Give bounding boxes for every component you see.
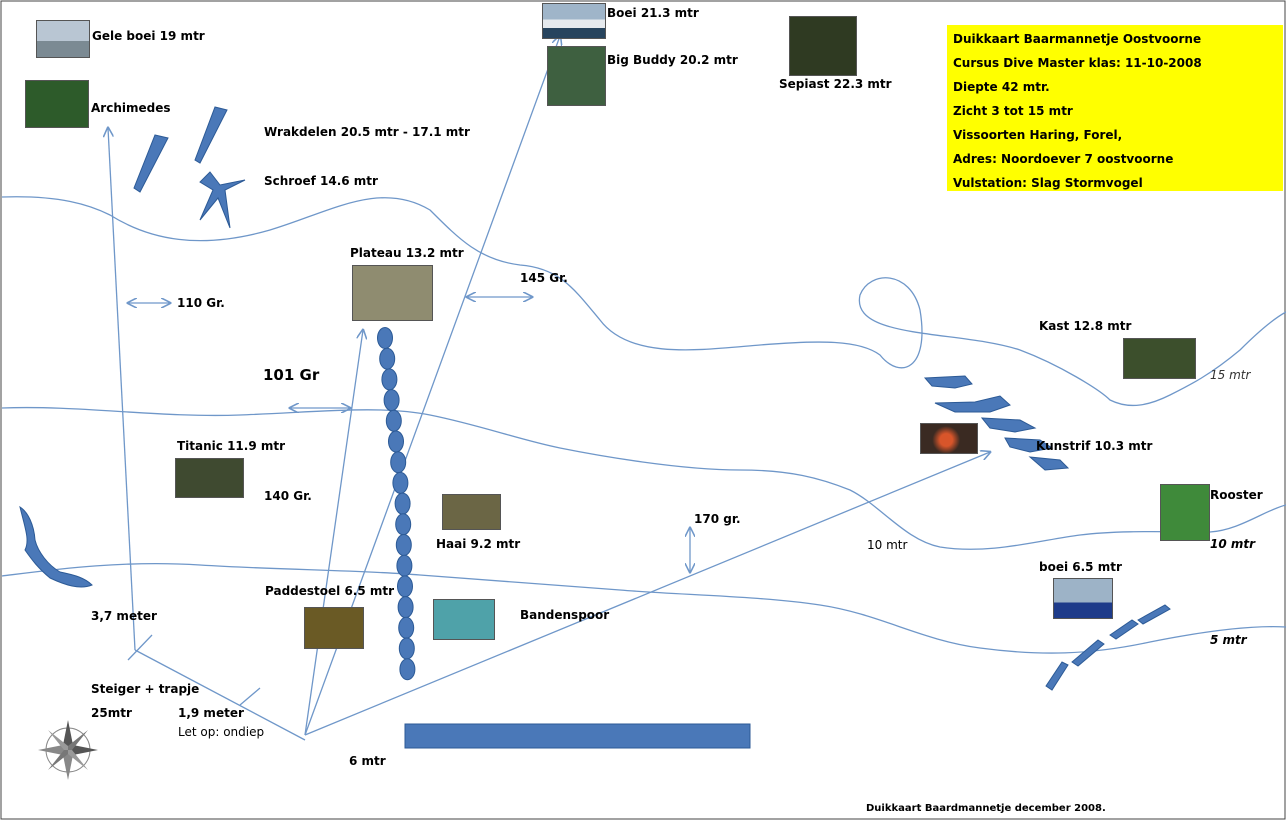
warning-shallow-label: Let op: ondiep <box>178 725 265 739</box>
chain-buoy <box>379 347 396 370</box>
buoy-chain <box>377 327 416 681</box>
bearing-140: 140 Gr. <box>264 489 312 503</box>
depth-10m-right: 10 mtr <box>1210 537 1256 551</box>
chain-buoy <box>388 430 404 453</box>
sepiast-photo <box>789 16 857 76</box>
chain-buoy <box>385 409 402 432</box>
kunstrif-reef-5 <box>1028 456 1070 471</box>
chain-buoy <box>392 471 409 494</box>
paddestoel-photo <box>304 607 364 649</box>
depth-line-15m <box>1 196 1286 407</box>
boei-label: Boei 21.3 mtr <box>607 6 699 20</box>
info-depth: Diepte 42 mtr. <box>953 80 1050 94</box>
rooster-photo <box>1160 484 1210 541</box>
line-to-kunstrif <box>304 452 990 736</box>
mtr-25-label: 25mtr <box>91 706 132 720</box>
line-to-plateau <box>304 330 363 736</box>
sepiast-label: Sepiast 22.3 mtr <box>779 77 892 91</box>
reef-right-4 <box>1137 604 1171 625</box>
info-fillstation: Vulstation: Slag Stormvogel <box>953 176 1143 190</box>
titanic-label: Titanic 11.9 mtr <box>177 439 286 453</box>
info-box: Duikkaart Baarmannetje Oostvoorne Cursus… <box>947 25 1283 191</box>
wreck-part-1 <box>133 134 169 193</box>
big-buddy-label: Big Buddy 20.2 mtr <box>607 53 738 67</box>
line-to-archimedes <box>108 128 136 651</box>
archimedes-label: Archimedes <box>91 101 171 115</box>
bearing-170: 170 gr. <box>694 512 741 526</box>
depth-line-10m <box>1 406 1286 550</box>
kunstrif-reef-4 <box>1004 437 1054 453</box>
kunstrif-reef-3 <box>980 417 1037 433</box>
boei-small-photo <box>1053 578 1113 619</box>
chain-buoy <box>397 575 413 598</box>
depth-line-5m <box>1 562 1286 654</box>
gele-boei-label: Gele boei 19 mtr <box>92 29 205 43</box>
bearing-110: 110 Gr. <box>177 296 225 310</box>
compass-icon <box>38 720 98 780</box>
big-buddy-photo <box>547 46 606 106</box>
meter-37-label: 3,7 meter <box>91 609 157 623</box>
chain-buoy <box>377 327 393 349</box>
kunstrif-reef-2 <box>934 395 1011 413</box>
boei-photo <box>542 3 606 39</box>
chain-buoy <box>398 616 415 639</box>
gele-boei-photo <box>36 20 90 58</box>
boei-small-label: boei 6.5 mtr <box>1039 560 1122 574</box>
chain-buoy <box>383 389 400 412</box>
chain-buoy <box>399 658 416 681</box>
steiger-platform <box>404 723 751 749</box>
schroef-label: Schroef 14.6 mtr <box>264 174 378 188</box>
kunstrif-label: Kunstrif 10.3 mtr <box>1036 439 1153 453</box>
tick-37 <box>127 634 153 661</box>
chain-buoy <box>398 637 415 660</box>
plateau-photo <box>352 265 433 321</box>
meter-19-label: 1,9 meter <box>178 706 244 720</box>
paddestoel-label: Paddestoel 6.5 mtr <box>265 584 395 598</box>
reef-right-3 <box>1109 619 1139 640</box>
plateau-label: Plateau 13.2 mtr <box>350 246 464 260</box>
tick-19 <box>239 687 261 706</box>
depth-15m: 15 mtr <box>1210 368 1251 382</box>
mtr-6-label: 6 mtr <box>349 754 386 768</box>
wrakdelen-label: Wrakdelen 20.5 mtr - 17.1 mtr <box>264 125 470 139</box>
kast-photo <box>1123 338 1196 379</box>
shore-line <box>134 649 306 741</box>
bandenspoor-label: Bandenspoor <box>520 608 610 622</box>
archimedes-photo <box>25 80 89 128</box>
info-address: Adres: Noordoever 7 oostvoorne <box>953 152 1174 166</box>
info-course: Cursus Dive Master klas: 11-10-2008 <box>953 56 1202 70</box>
chain-buoy <box>395 534 412 556</box>
kunstrif-photo <box>920 423 978 454</box>
info-visibility: Zicht 3 tot 15 mtr <box>953 104 1073 118</box>
chain-buoy <box>381 368 398 391</box>
chain-buoy <box>390 451 407 474</box>
haai-label: Haai 9.2 mtr <box>436 537 521 551</box>
footer-caption: Duikkaart Baardmannetje december 2008. <box>866 803 1106 814</box>
wreck-part-2 <box>194 106 228 164</box>
haai-photo <box>442 494 501 530</box>
depth-5m: 5 mtr <box>1210 633 1247 647</box>
reef-right-2 <box>1071 639 1105 667</box>
bandenspoor-photo <box>433 599 495 640</box>
reef-right-1 <box>1045 661 1069 691</box>
bearing-101: 101 Gr <box>263 366 320 384</box>
chain-buoy <box>397 596 414 619</box>
chain-buoy <box>396 554 413 577</box>
kast-label: Kast 12.8 mtr <box>1039 319 1132 333</box>
chain-buoy <box>394 492 411 515</box>
chain-buoy <box>395 513 412 536</box>
kunstrif-reef-1 <box>923 375 973 389</box>
info-fish: Vissoorten Haring, Forel, <box>953 128 1123 142</box>
titanic-photo <box>175 458 244 498</box>
bearing-145: 145 Gr. <box>520 271 568 285</box>
rooster-label: Rooster <box>1210 488 1263 502</box>
propeller-shape <box>199 171 246 229</box>
shore-wreck-left <box>19 505 93 588</box>
depth-10m-mid: 10 mtr <box>867 538 908 552</box>
steiger-label: Steiger + trapje <box>91 682 200 696</box>
info-title: Duikkaart Baarmannetje Oostvoorne <box>953 32 1202 46</box>
